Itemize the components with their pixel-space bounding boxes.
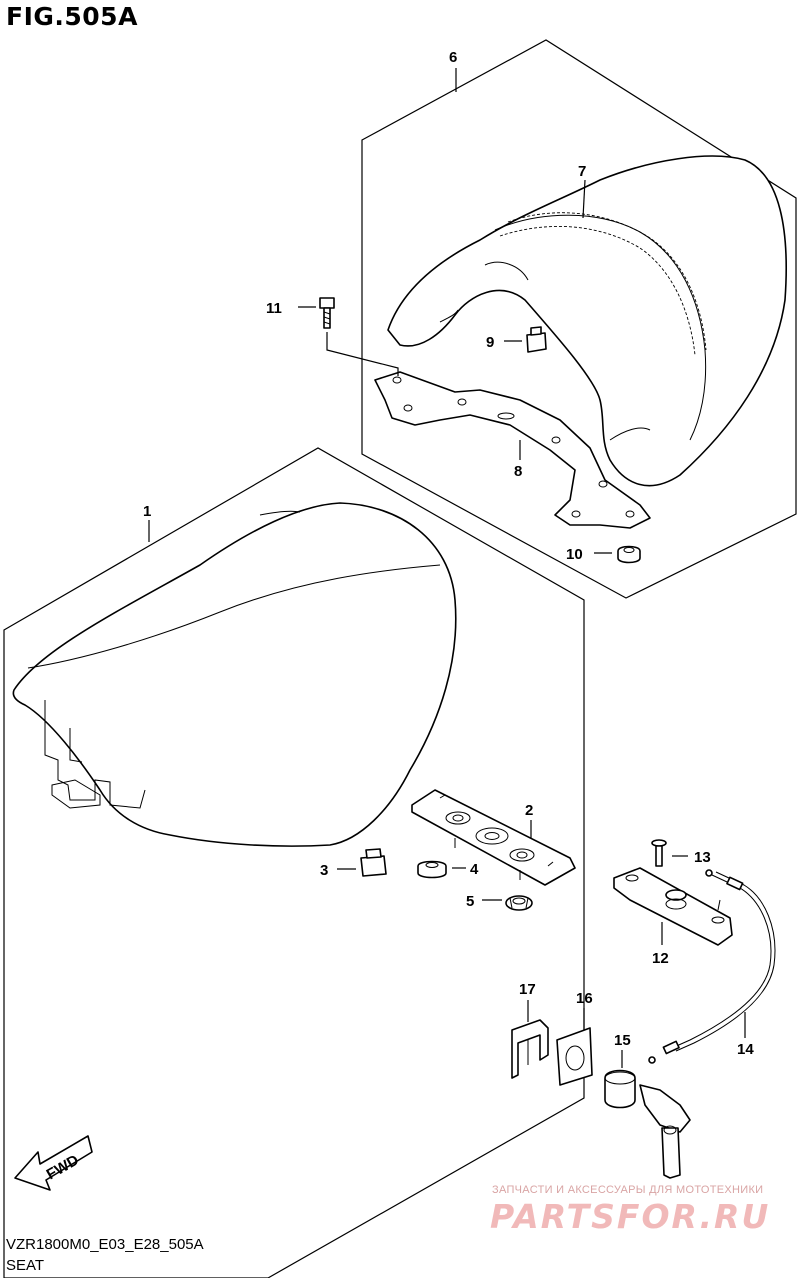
callout-12: 12 <box>652 950 669 967</box>
bolt-11 <box>319 297 335 329</box>
diagram-name: SEAT <box>6 1257 45 1274</box>
watermark-logo: PARTSFOR.RU <box>490 1197 771 1236</box>
callout-6: 6 <box>449 49 457 66</box>
callout-10: 10 <box>566 546 583 563</box>
callout-3: 3 <box>320 862 328 879</box>
seat-bracket <box>374 371 651 529</box>
callout-11: 11 <box>266 300 282 317</box>
rubber-9 <box>526 326 547 353</box>
rubber-3 <box>360 848 387 877</box>
nut-4 <box>417 860 447 879</box>
callout-17: 17 <box>519 981 536 998</box>
plate-16 <box>556 1027 593 1086</box>
callout-8: 8 <box>514 463 522 480</box>
rear-seat <box>387 155 788 487</box>
group-frame-1 <box>3 447 585 1278</box>
callout-15: 15 <box>614 1032 631 1049</box>
callout-1: 1 <box>143 503 151 520</box>
fwd-arrow: FWD <box>14 1135 93 1191</box>
watermark-tagline: ЗАПЧАСТИ И АКСЕССУАРЫ ДЛЯ МОТОТЕХНИКИ <box>492 1184 764 1196</box>
figure-title: FIG.505A <box>6 2 138 31</box>
callout-9: 9 <box>486 334 494 351</box>
diagram-code: VZR1800M0_E03_E28_505A <box>6 1236 204 1253</box>
nut-5 <box>505 895 533 911</box>
nut-10 <box>617 545 641 564</box>
group-frame-6 <box>361 39 797 599</box>
callout-16: 16 <box>576 990 593 1007</box>
seat-lock-12 <box>613 867 733 946</box>
callout-5: 5 <box>466 893 474 910</box>
callout-4: 4 <box>470 861 479 878</box>
front-seat <box>12 502 457 847</box>
clip-17 <box>511 1019 549 1079</box>
cable-14 <box>648 869 776 1064</box>
screw-13 <box>651 839 667 867</box>
callout-14: 14 <box>737 1041 754 1058</box>
callout-13: 13 <box>694 849 711 866</box>
plate-2 <box>411 789 576 886</box>
callout-2: 2 <box>525 802 533 819</box>
callout-7: 7 <box>578 163 586 180</box>
key-cylinder-15 <box>604 1069 691 1179</box>
